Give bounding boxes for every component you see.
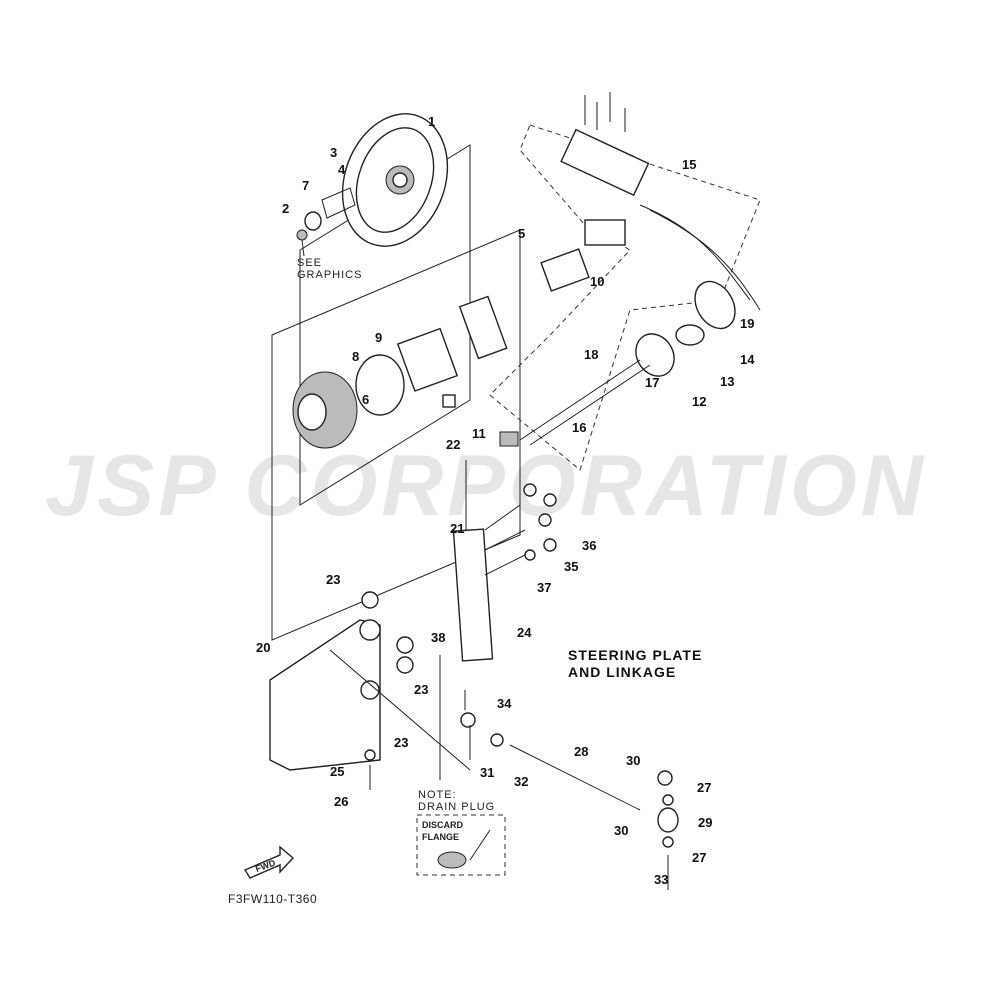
callout-number: 30 xyxy=(614,823,628,838)
callout-number: 6 xyxy=(362,392,369,407)
callout-number: 7 xyxy=(302,178,309,193)
callout-number: 15 xyxy=(682,157,696,172)
callout-number: 20 xyxy=(256,640,270,655)
linkage xyxy=(439,655,679,890)
callout-number: 24 xyxy=(517,625,532,640)
nut-parts xyxy=(296,187,356,257)
note-drain-plug: DRAIN PLUG xyxy=(418,801,495,813)
callout-number: 32 xyxy=(514,774,528,789)
callout-number: 16 xyxy=(572,420,586,435)
steering-plate xyxy=(452,460,557,662)
callout-number: 12 xyxy=(692,394,706,409)
callout-number: 31 xyxy=(480,765,494,780)
callout-number: 8 xyxy=(352,349,359,364)
title-line1: STEERING PLATE xyxy=(568,647,702,663)
cable-assembly xyxy=(499,92,761,447)
see-graphics-line2: GRAPHICS xyxy=(297,269,362,281)
note-label: NOTE: xyxy=(418,789,457,801)
diagram-code: F3FW110-T360 xyxy=(228,892,317,906)
trim-tab xyxy=(269,591,471,790)
callout-number: 23 xyxy=(414,682,428,697)
title-line2: AND LINKAGE xyxy=(568,664,676,680)
bolts xyxy=(584,92,626,132)
cable-box xyxy=(489,124,761,471)
drain-plug-flange xyxy=(437,851,467,869)
callout-number: 2 xyxy=(282,201,289,216)
callout-number: 13 xyxy=(720,374,734,389)
callout-number: 30 xyxy=(626,753,640,768)
callout-number: 26 xyxy=(334,794,348,809)
callout-number: 27 xyxy=(697,780,711,795)
callout-number: 27 xyxy=(692,850,706,865)
callout-number: 22 xyxy=(446,437,460,452)
callout-number: 37 xyxy=(537,580,551,595)
see-graphics-line1: SEE xyxy=(297,257,322,269)
callout-number: 9 xyxy=(375,330,382,345)
callout-number: 28 xyxy=(574,744,588,759)
helm-assembly xyxy=(292,295,508,449)
callout-number: 34 xyxy=(497,696,512,711)
watermark: JSP CORPORATION xyxy=(45,438,927,534)
callout-number: 5 xyxy=(518,226,525,241)
callout-number: 38 xyxy=(431,630,445,645)
callout-number: 11 xyxy=(472,426,486,441)
note-flange: FLANGE xyxy=(422,832,459,842)
note-box xyxy=(416,814,506,876)
callout-number: 17 xyxy=(645,375,659,390)
callout-number: 36 xyxy=(582,538,596,553)
callout-number: 23 xyxy=(326,572,340,587)
fwd-arrow: FWD xyxy=(243,845,295,879)
callout-number: 35 xyxy=(564,559,578,574)
note-discard: DISCARD xyxy=(422,820,464,830)
callout-number: 25 xyxy=(330,764,344,779)
callout-number: 3 xyxy=(330,145,337,160)
callout-number: 4 xyxy=(338,162,346,177)
callout-number: 18 xyxy=(584,347,598,362)
callout-number: 33 xyxy=(654,872,668,887)
callout-number: 21 xyxy=(450,521,464,536)
callout-number: 14 xyxy=(740,352,755,367)
steering-wheel xyxy=(341,113,449,247)
callout-number: 10 xyxy=(590,274,604,289)
callout-number: 1 xyxy=(428,114,435,129)
callout-number: 29 xyxy=(698,815,712,830)
callout-number: 23 xyxy=(394,735,408,750)
callout-number: 19 xyxy=(740,316,754,331)
drain-plug xyxy=(469,829,491,861)
helm-frame xyxy=(271,229,521,641)
